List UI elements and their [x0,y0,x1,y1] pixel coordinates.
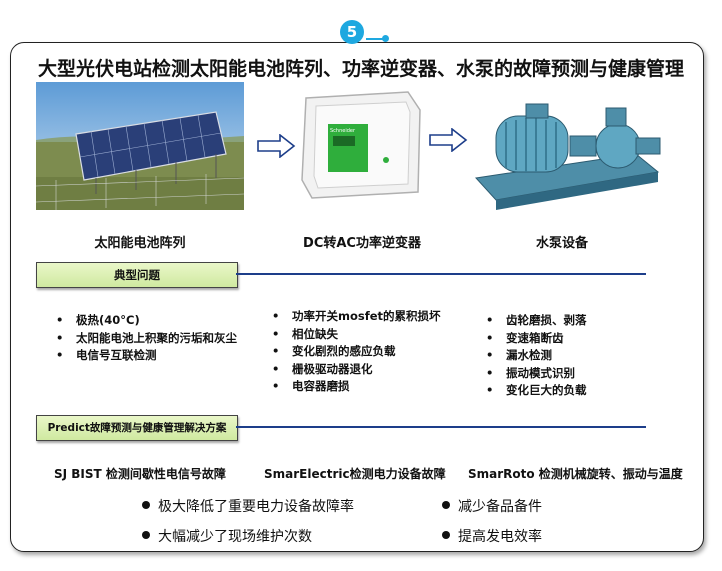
benefit-item: 减少备品备件 [442,496,542,516]
bullet-icon [442,531,450,539]
pump-caption: 水泵设备 [535,236,588,251]
solution-item-smarroto: SmarRoto 检测机械旋转、振动与温度 [468,467,683,481]
inverter-image: Schneider [301,91,421,199]
list-item: 相位缺失 [272,326,441,344]
step-number-badge: 5 [340,20,364,44]
bullet-icon [142,501,150,509]
problems-list-solar: 极热(40°C) 太阳能电池上积聚的污垢和灰尘 电信号互联检测 [56,312,237,365]
svg-text:Schneider: Schneider [330,128,356,134]
list-item: 栅极驱动器退化 [272,361,441,379]
solar-array-caption: 太阳能电池阵列 [94,236,186,251]
step-connector [366,38,384,40]
list-item: 振动模式识别 [486,365,587,383]
page-title: 大型光伏电站检测太阳能电池阵列、功率逆变器、水泵的故障预测与健康管理 [37,58,684,80]
pump-image [475,103,661,210]
problems-list-pump: 齿轮磨损、剥落 变速箱断齿 漏水检测 振动模式识别 变化巨大的负载 [486,312,587,400]
benefit-item: 极大降低了重要电力设备故障率 [142,496,354,516]
list-item: 太阳能电池上积聚的污垢和灰尘 [56,330,237,348]
bullet-icon [442,501,450,509]
section-divider [236,426,646,428]
list-item: 变化剧烈的感应负载 [272,343,441,361]
solution-item-smarelectric: SmarElectric检测电力设备故障 [264,467,446,481]
section-divider [236,273,646,275]
benefit-item: 大幅减少了现场维护次数 [142,526,312,546]
list-item: 变化巨大的负载 [486,382,587,400]
list-item: 电容器磨损 [272,378,441,396]
bullet-icon [142,531,150,539]
benefit-item: 提高发电效率 [442,526,542,546]
arrow-right-icon [257,134,296,158]
list-item: 变速箱断齿 [486,330,587,348]
list-item: 极热(40°C) [56,312,237,330]
list-item: 功率开关mosfet的累积损坏 [272,308,441,326]
inverter-caption: DC转AC功率逆变器 [303,236,421,251]
solution-item-sj-bist: SJ BIST 检测间歇性电信号故障 [54,467,226,481]
typical-problems-label: 典型问题 [36,262,238,288]
solutions-label: Predict故障预测与健康管理解决方案 [36,415,238,441]
list-item: 齿轮磨损、剥落 [486,312,587,330]
list-item: 漏水检测 [486,347,587,365]
step-connector-dot [382,35,389,42]
problems-list-inverter: 功率开关mosfet的累积损坏 相位缺失 变化剧烈的感应负载 栅极驱动器退化 电… [272,308,441,396]
list-item: 电信号互联检测 [56,347,237,365]
arrow-right-icon [429,128,468,152]
solar-array-image [36,82,244,210]
